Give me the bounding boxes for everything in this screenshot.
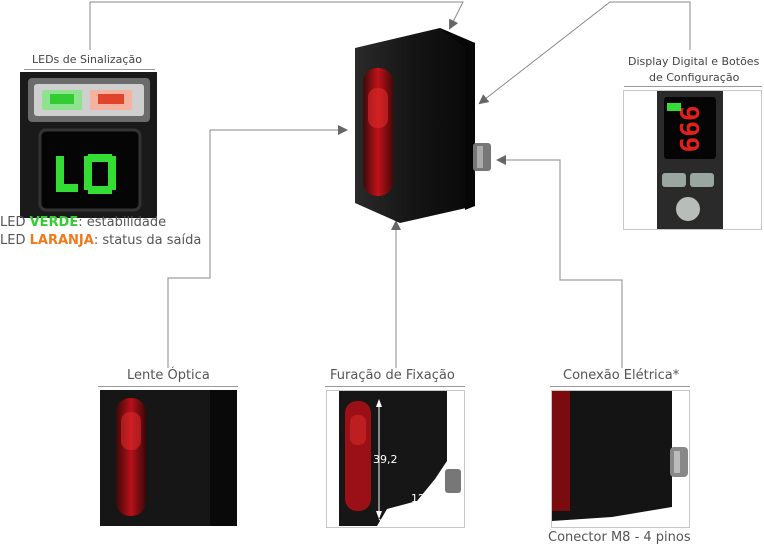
leds-title-underline <box>24 69 155 70</box>
mounting-title-underline <box>325 386 465 387</box>
leds-title: LEDs de Sinalização <box>32 53 142 66</box>
line-lens <box>167 125 348 368</box>
line-display <box>478 1 691 105</box>
led-orange-prefix: LED <box>0 233 30 248</box>
display-photo: 999 <box>623 90 762 230</box>
leds-photo <box>20 72 157 218</box>
display-title-1: Display Digital e Botões <box>628 55 760 68</box>
mounting-photo: 39,2 12,5 <box>326 390 465 528</box>
display-title-underline <box>624 86 762 87</box>
led-green-suffix: : estabilidade <box>78 215 167 230</box>
display-title-2: de Configuração <box>649 71 740 84</box>
sensor-main-image <box>345 28 505 238</box>
led-green-prefix: LED <box>0 215 30 230</box>
connection-title: Conexão Elétrica* <box>563 368 680 383</box>
led-green-caption: LED VERDE: estabilidade <box>0 215 166 230</box>
lens-title-underline <box>98 386 238 387</box>
lens-photo <box>100 390 237 526</box>
connection-caption: Conector M8 - 4 pinos <box>548 530 691 545</box>
connection-title-underline <box>550 386 690 387</box>
mounting-title: Furação de Fixação <box>330 368 455 383</box>
display-readout: 999 <box>673 106 703 153</box>
dim-width-label: 12,5 <box>411 492 436 505</box>
lens-title: Lente Óptica <box>127 368 210 383</box>
connection-photo <box>551 390 690 528</box>
led-orange-caption: LED LARANJA: status da saída <box>0 233 201 248</box>
led-orange-word: LARANJA <box>29 233 94 248</box>
led-green-word: VERDE <box>29 215 79 230</box>
led-orange-suffix: : status da saída <box>93 233 202 248</box>
dim-height-label: 39,2 <box>373 453 398 466</box>
dim-width-line <box>381 504 436 520</box>
line-leds <box>89 1 464 50</box>
line-connection <box>496 155 623 368</box>
